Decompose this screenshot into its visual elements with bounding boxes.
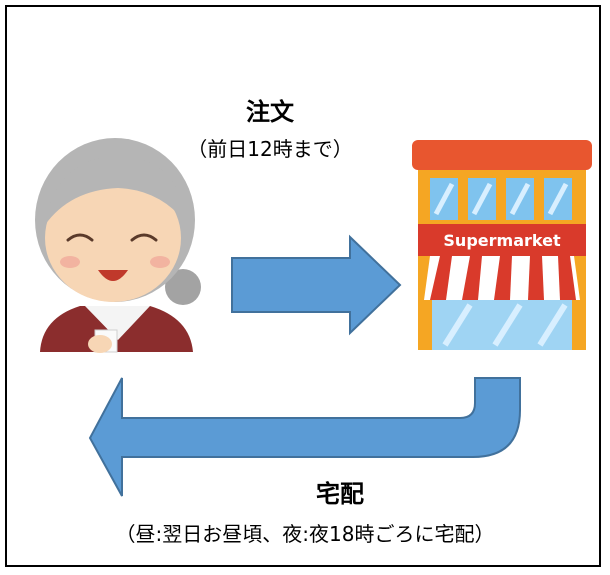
store-sign-text: Supermarket xyxy=(443,231,561,250)
order-label: 注文 xyxy=(246,98,294,126)
order-arrow xyxy=(231,234,402,336)
order-deadline-note: （前日12時まで） xyxy=(187,137,353,161)
elderly-woman-icon xyxy=(35,138,201,353)
supermarket-icon: Supermarket xyxy=(412,140,592,350)
delivery-label: 宅配 xyxy=(316,480,364,508)
delivery-arrow xyxy=(88,377,521,497)
delivery-schedule-note: （昼:翌日お昼頃、夜:夜18時ごろに宅配） xyxy=(115,522,495,546)
